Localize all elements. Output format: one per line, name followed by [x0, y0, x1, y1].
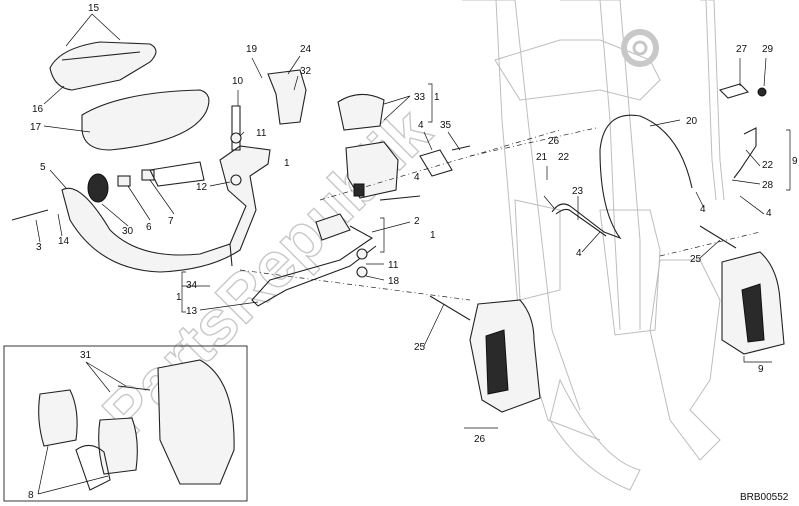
- callout-16: 16: [32, 104, 44, 115]
- callout-21: 21: [536, 152, 548, 163]
- callout-25-right: 25: [690, 254, 702, 265]
- callout-33: 33: [414, 92, 426, 103]
- callout-35: 35: [440, 120, 452, 131]
- callout-11-top: 11: [256, 128, 267, 139]
- callout-1-b: 1: [284, 158, 290, 169]
- callout-4-c: 4: [576, 248, 582, 259]
- callout-25-left: 25: [414, 342, 426, 353]
- callout-29: 29: [762, 44, 774, 55]
- diagram-code: BRB00552: [740, 492, 789, 503]
- inset-brake-pads: [3, 345, 248, 502]
- callout-6: 6: [146, 222, 152, 233]
- callout-23: 23: [572, 186, 584, 197]
- gear-icon: [621, 29, 659, 67]
- left-caliper-part: [429, 295, 541, 413]
- callout-3: 3: [36, 242, 42, 253]
- callout-31: 31: [80, 350, 92, 361]
- callout-1-c: 1: [430, 230, 436, 241]
- callout-10: 10: [232, 76, 244, 87]
- leader-lines: [35, 13, 767, 495]
- callout-24: 24: [300, 44, 312, 55]
- watermark-text: PartsRepublik: [89, 94, 444, 449]
- callout-22-right: 22: [762, 160, 774, 171]
- callout-4-d: 4: [700, 204, 706, 215]
- callout-9-top: 9: [792, 156, 798, 167]
- callout-1-a: 1: [434, 92, 440, 103]
- callout-32: 32: [300, 66, 312, 77]
- callout-1-d: 1: [176, 292, 182, 303]
- callout-14: 14: [58, 236, 70, 247]
- master-cylinder-part: [251, 69, 471, 307]
- callout-12: 12: [196, 182, 208, 193]
- callout-2: 2: [414, 216, 420, 227]
- callout-28: 28: [762, 180, 774, 191]
- callout-15: 15: [88, 3, 100, 14]
- handguard-part: [11, 105, 271, 273]
- callout-4-a: 4: [418, 120, 424, 131]
- callout-34: 34: [186, 280, 198, 291]
- reservoir-cover-part: [49, 41, 210, 151]
- callout-8: 8: [28, 490, 34, 501]
- callout-27: 27: [736, 44, 748, 55]
- brake-hose-part: [551, 83, 767, 240]
- callout-13: 13: [186, 306, 198, 317]
- callout-22-top: 22: [558, 152, 570, 163]
- callout-18: 18: [388, 276, 400, 287]
- callout-numbers: 15 16 17 5 3 14 30 6 7 10 11 12 19 24 32…: [28, 3, 798, 501]
- callout-17: 17: [30, 122, 42, 133]
- callout-4-b: 4: [414, 172, 420, 183]
- callout-4-e: 4: [766, 208, 772, 219]
- front-fork-outline: [462, 0, 725, 491]
- callout-9-bottom: 9: [758, 364, 764, 375]
- callout-20: 20: [686, 116, 698, 127]
- callout-30: 30: [122, 226, 134, 237]
- callout-26-top: 26: [548, 136, 560, 147]
- callout-26-bottom: 26: [474, 434, 486, 445]
- callout-19: 19: [246, 44, 258, 55]
- callout-5: 5: [40, 162, 46, 173]
- callout-11-bottom: 11: [388, 260, 399, 271]
- group-brackets: [181, 83, 791, 429]
- right-caliper-part: [699, 225, 785, 355]
- callout-7: 7: [168, 216, 174, 227]
